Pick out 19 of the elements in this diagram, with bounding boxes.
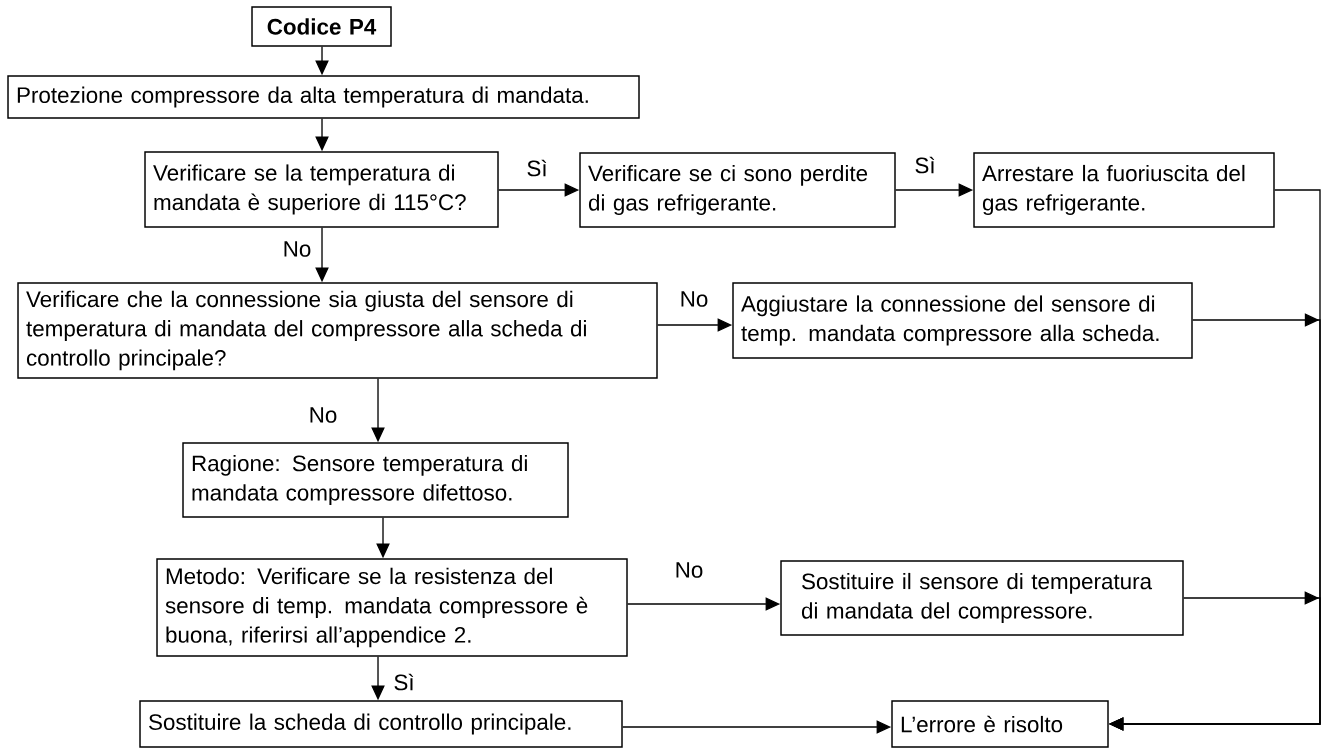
process-box: Sostituire il sensore di temperatura di mandata del compressore.: [780, 560, 1184, 636]
edge-label: Sì: [525, 158, 549, 178]
edge-label: Sì: [913, 155, 937, 175]
process-box: Protezione compressore da alta temperatura di mandata.: [7, 75, 640, 119]
process-box: Verificare se la temperatura di mandata è superiore di 115°C?: [144, 151, 499, 228]
edge-label: No: [307, 405, 339, 425]
process-box: Sostituire la scheda di controllo principale.: [139, 700, 623, 748]
process-box: Verificare che la connessione sia giusta del sensore di temperatura di mandata del compressore alla scheda di controllo principale?: [17, 282, 658, 379]
edge-label: Sì: [392, 672, 416, 692]
process-box: Aggiustare la connessione del sensore di temp. mandata compressore alla scheda.: [732, 282, 1193, 359]
edge-label: No: [673, 560, 705, 580]
process-box: Codice P4: [251, 6, 392, 47]
process-box: Metodo: Verificare se la resistenza del sensore di temp. mandata compressore è buona, riferirsi all’appendice 2.: [156, 558, 628, 657]
edge-label: No: [678, 289, 710, 309]
process-box: Arrestare la fuoriuscita del gas refrigerante.: [973, 152, 1275, 228]
process-box: L’errore è risolto: [891, 700, 1109, 748]
edge-label: No: [281, 239, 313, 259]
process-box: Ragione: Sensore temperatura di mandata compressore difettoso.: [182, 442, 569, 518]
process-box: Verificare se ci sono perdite di gas refrigerante.: [579, 152, 896, 228]
